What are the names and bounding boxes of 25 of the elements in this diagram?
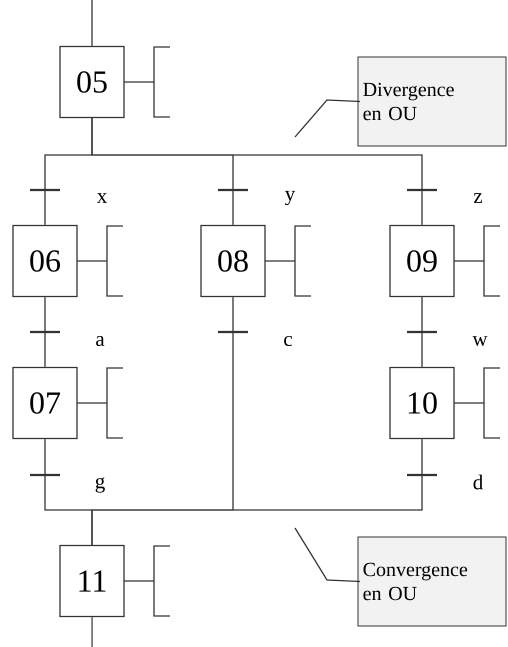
transition-label: y bbox=[284, 190, 296, 206]
connector-line bbox=[421, 297, 423, 367]
transition-label: c bbox=[282, 334, 294, 348]
transition-label: g bbox=[94, 476, 106, 494]
transition-label: z bbox=[472, 192, 484, 204]
transition-label: d bbox=[472, 474, 484, 490]
step-box: 10 bbox=[389, 366, 455, 440]
step-box: 11 bbox=[59, 544, 125, 618]
transition-label: x bbox=[96, 192, 108, 204]
leader-line bbox=[294, 528, 360, 582]
callout-box: Convergence en OU bbox=[358, 536, 506, 626]
callout-box: Divergence en OU bbox=[358, 56, 506, 146]
transition-label: w bbox=[471, 335, 489, 347]
step-box: 07 bbox=[12, 366, 78, 440]
connector-line bbox=[91, 617, 93, 647]
step-box: 08 bbox=[200, 224, 266, 298]
step-box: 06 bbox=[12, 224, 78, 298]
step-box: 05 bbox=[59, 46, 125, 118]
connector-line bbox=[44, 297, 46, 367]
step-box: 09 bbox=[389, 224, 455, 298]
connector-line bbox=[91, 118, 423, 225]
transition-label: a bbox=[94, 334, 106, 348]
connector-line bbox=[91, 439, 423, 545]
connector-line bbox=[91, 0, 93, 46]
leader-line bbox=[294, 99, 360, 138]
